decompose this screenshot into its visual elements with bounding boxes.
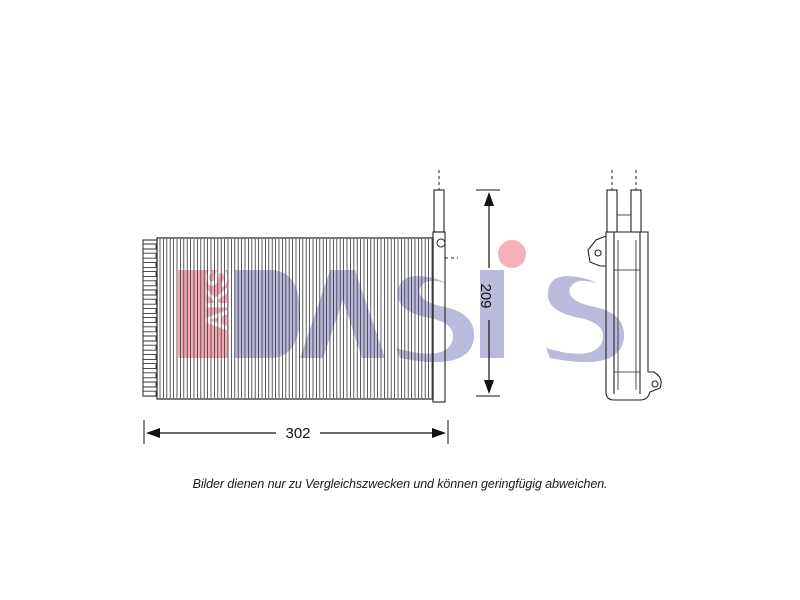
bracket-hole [436, 238, 446, 248]
side-view-body [605, 231, 662, 401]
tank-rib [143, 298, 157, 305]
tank-rib [143, 372, 157, 379]
side-view-top-bracket [587, 235, 607, 267]
inlet-pipe [433, 189, 445, 233]
height-dimension-label: 209 [477, 283, 494, 308]
heater-core-front-view [142, 170, 458, 403]
tank-rib [143, 261, 157, 268]
tank-rib [143, 353, 157, 360]
tank-rib [143, 335, 157, 342]
tank-rib [143, 317, 157, 324]
height-dimension: 209 [476, 189, 500, 397]
tank-rib [143, 307, 157, 314]
side-pipe-left [606, 189, 618, 233]
tank-rib [143, 363, 157, 370]
side-pipe-right [630, 189, 642, 233]
tank-rib [143, 381, 157, 388]
heater-core-side-view [587, 170, 662, 401]
tank-rib [143, 326, 157, 333]
tank-rib [143, 344, 157, 351]
tank-rib [143, 271, 157, 278]
tank-rib [143, 243, 157, 250]
side-bracket-hole [594, 249, 602, 257]
tank-rib [143, 390, 157, 397]
tank-rib [143, 252, 157, 259]
cooling-fins [159, 239, 433, 398]
tank-rib [143, 289, 157, 296]
aks-dasis-watermark-logo: AKS [178, 240, 625, 363]
side-bottom-hole [651, 380, 659, 388]
disclaimer-caption: Bilder dienen nur zu Vergleichszwecken u… [192, 477, 608, 491]
tank-rib [143, 280, 157, 287]
width-dimension-label: 302 [285, 425, 310, 442]
width-dimension: 302 [143, 420, 449, 444]
left-tank-ribs [143, 243, 157, 397]
